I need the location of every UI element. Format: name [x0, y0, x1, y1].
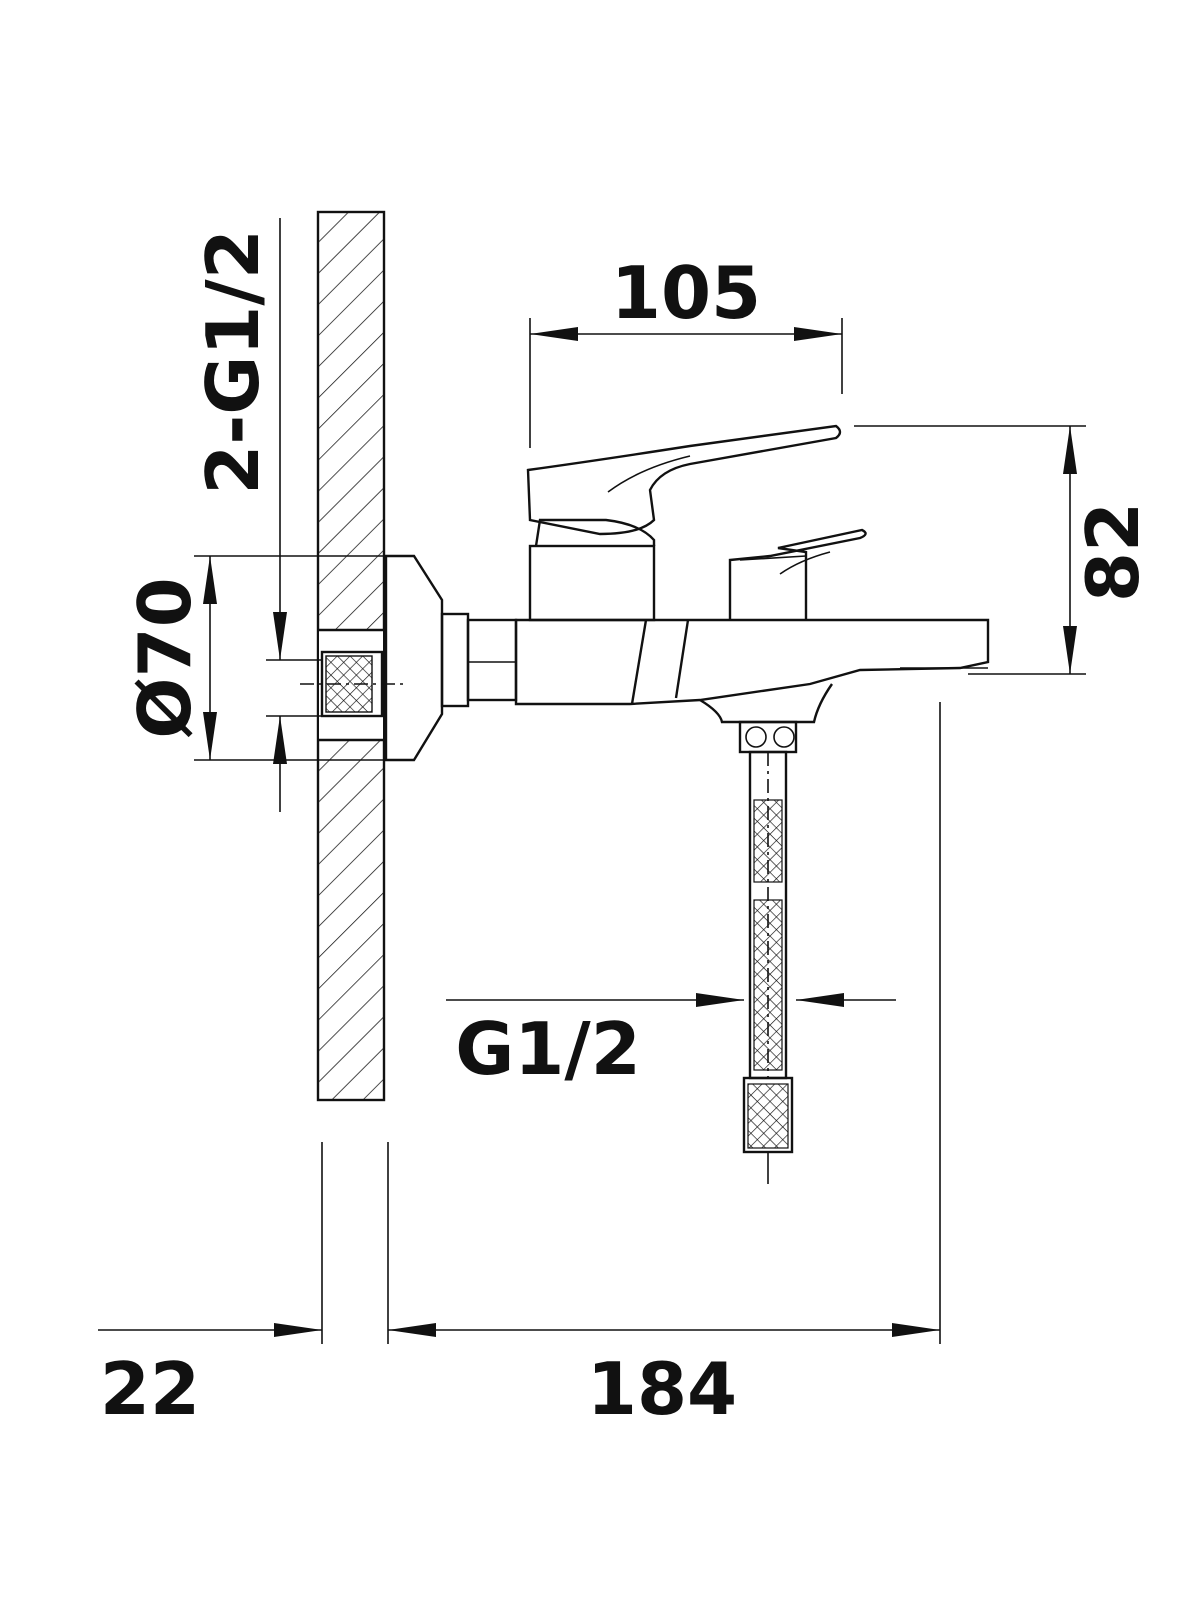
- dimension-184: 184: [387, 702, 941, 1431]
- dimension-184-label: 184: [587, 1347, 737, 1431]
- dimension-105-label: 105: [611, 251, 761, 335]
- shower-hose: [738, 720, 798, 1184]
- main-lever-handle: [526, 424, 842, 622]
- dimension-hose-thread: G1/2: [446, 993, 896, 1091]
- dimension-82-label: 82: [1071, 502, 1155, 602]
- dimension-inlet-thread: 2-G1/2: [191, 218, 322, 812]
- dimension-105: 105: [529, 251, 843, 448]
- diverter-knob: [728, 528, 867, 620]
- mixer-body: [514, 618, 990, 724]
- dimension-22: 22: [98, 1142, 323, 1431]
- dimension-22-label: 22: [100, 1347, 200, 1431]
- dimension-hose-thread-label: G1/2: [455, 1007, 641, 1091]
- inlet-thread: [300, 650, 404, 718]
- dimension-inlet-thread-label: 2-G1/2: [191, 229, 275, 495]
- dimension-diameter-70: Ø70: [123, 555, 386, 761]
- dimension-diameter-70-label: Ø70: [123, 577, 207, 738]
- dimension-82: 82: [854, 425, 1155, 675]
- wall-flange: [384, 554, 518, 762]
